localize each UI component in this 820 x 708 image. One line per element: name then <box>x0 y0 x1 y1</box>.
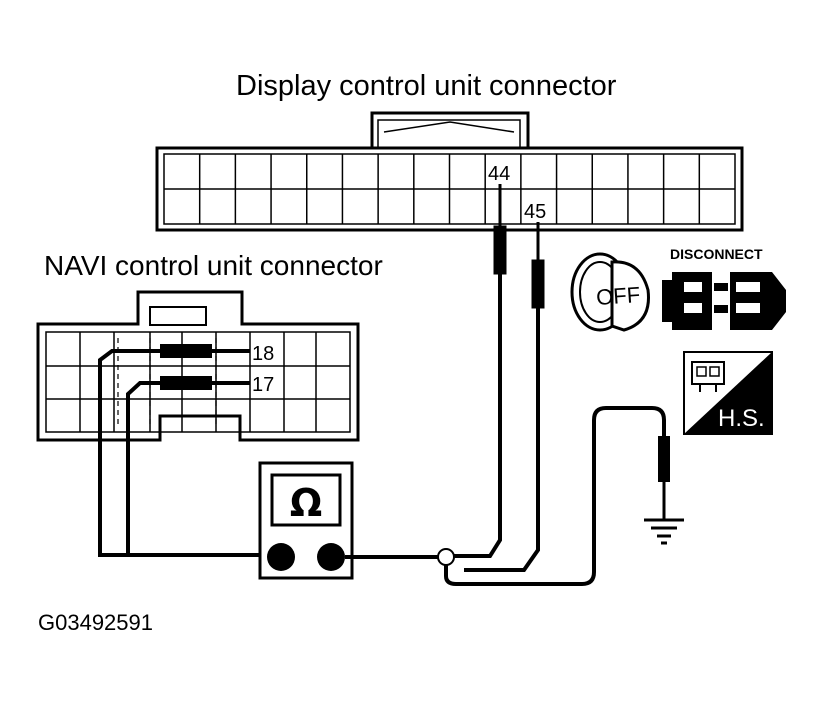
wire-junction <box>437 548 455 566</box>
connector-disconnect-icon: DISCONNECT <box>662 246 786 330</box>
navi-pin-18-label: 18 <box>252 343 274 365</box>
ground-symbol-icon <box>644 518 684 545</box>
navi-probe-17 <box>126 376 250 555</box>
navi-connector <box>36 290 360 442</box>
ohmmeter: Ω <box>258 461 354 580</box>
ignition-key-off-icon: OFF <box>570 252 650 332</box>
ohmmeter-terminal-left <box>267 543 295 571</box>
navi-pin-17-label: 17 <box>252 374 274 396</box>
navi-connector-title: NAVI control unit connector <box>44 250 383 281</box>
harness-side-label: H.S. <box>718 405 765 432</box>
navi-probe-18 <box>98 344 268 557</box>
display-probe-45 <box>464 222 545 572</box>
display-pin-45-label: 45 <box>524 201 546 223</box>
display-pin-44-label: 44 <box>488 163 510 185</box>
display-probe-44 <box>454 184 507 558</box>
harness-side-icon: H.S. <box>683 351 773 435</box>
ignition-off-label: OFF <box>595 282 641 310</box>
ohmmeter-terminal-right <box>317 543 345 571</box>
disconnect-label: DISCONNECT <box>670 246 763 262</box>
display-connector <box>155 111 744 232</box>
figure-id: G03492591 <box>38 610 153 635</box>
ohm-symbol: Ω <box>290 481 322 525</box>
display-connector-title: Display control unit connector <box>236 70 617 102</box>
